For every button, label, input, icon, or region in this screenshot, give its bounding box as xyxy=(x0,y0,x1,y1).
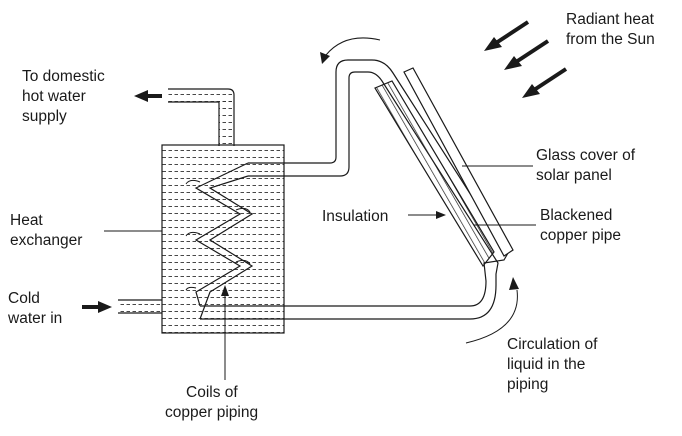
glass-cover xyxy=(403,67,514,257)
coils-line1: Coils of xyxy=(186,384,238,401)
insulation-label: Insulation xyxy=(322,208,388,225)
circulation-line2: liquid in the xyxy=(507,356,585,373)
copper-coils xyxy=(185,162,254,320)
domestic-supply-line2: hot water xyxy=(22,88,86,105)
heat-exchanger-line1: Heat xyxy=(10,212,43,229)
radiant-heat-line2: from the Sun xyxy=(566,31,655,48)
solar-panel xyxy=(374,67,514,268)
cold-water-line2: water in xyxy=(7,310,62,327)
domestic-supply-line1: To domestic xyxy=(22,68,105,85)
coils-label: Coils of copper piping xyxy=(165,384,258,421)
glass-cover-label: Glass cover of solar panel xyxy=(536,147,636,184)
circulation-line3: piping xyxy=(507,376,548,393)
coils-line2: copper piping xyxy=(165,404,258,421)
blackened-pipe-line2: copper pipe xyxy=(540,227,621,244)
radiant-heat-label: Radiant heat from the Sun xyxy=(566,11,655,48)
cold-water-line1: Cold xyxy=(8,290,40,307)
domestic-supply-label: To domestic hot water supply xyxy=(22,68,105,125)
leader-lines xyxy=(104,165,536,380)
sun-ray-arrows xyxy=(484,20,568,98)
flow-arrows xyxy=(82,90,162,313)
heat-exchanger-line2: exchanger xyxy=(10,232,82,249)
copper-piping-loop xyxy=(200,59,509,320)
circulation-arrows xyxy=(320,37,519,344)
blackened-pipe-line1: Blackened xyxy=(540,207,612,224)
glass-cover-line2: solar panel xyxy=(536,167,612,184)
heat-exchanger-label: Heat exchanger xyxy=(10,212,82,249)
blackened-pipe-label: Blackened copper pipe xyxy=(540,207,621,244)
circulation-label: Circulation of liquid in the piping xyxy=(507,336,598,393)
cold-water-label: Cold water in xyxy=(7,290,62,327)
hot-water-outlet-pipe xyxy=(168,88,235,146)
domestic-supply-line3: supply xyxy=(22,108,67,125)
glass-cover-line1: Glass cover of xyxy=(536,147,636,164)
heat-exchanger-tank xyxy=(161,144,285,334)
insulation-layer xyxy=(374,80,495,268)
circulation-line1: Circulation of xyxy=(507,336,598,353)
cold-water-inlet-pipe xyxy=(118,299,162,314)
radiant-heat-line1: Radiant heat xyxy=(566,11,655,28)
